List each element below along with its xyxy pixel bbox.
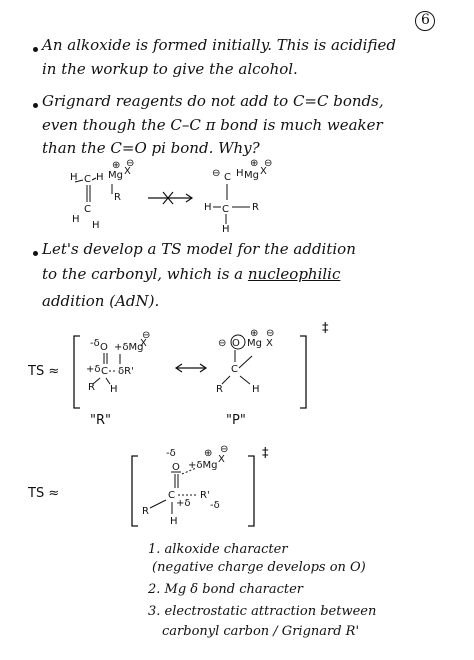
svg-text:-δ: -δ	[90, 338, 100, 349]
list-item-3a: 3. electrostatic attraction between	[148, 604, 377, 619]
nucleophilic-term: nucleophilic	[247, 265, 341, 283]
svg-text:Mg: Mg	[247, 338, 262, 349]
svg-text:⊖: ⊖	[126, 158, 134, 169]
svg-text:H: H	[170, 516, 178, 527]
svg-text:X: X	[140, 338, 147, 349]
svg-text:X: X	[218, 454, 225, 465]
note-line-3b: to the carbonyl, which is a nucleophilic	[42, 265, 341, 283]
svg-text:+δMg: +δMg	[114, 342, 143, 353]
svg-text:C: C	[231, 364, 238, 375]
svg-text:C: C	[224, 172, 231, 183]
svg-text:H: H	[96, 172, 104, 183]
ts-label-2: TS ≈	[28, 486, 60, 501]
note-line-3c: addition (AdN).	[42, 292, 160, 310]
note-line-2b: even though the C–C π bond is much weake…	[42, 116, 383, 134]
svg-text:H: H	[236, 168, 244, 179]
note-line-3a: Let's develop a TS model for the additio…	[42, 240, 356, 258]
ts-dagger-1: ‡	[322, 321, 329, 336]
svg-text:X: X	[260, 166, 267, 177]
list-item-3b: carbonyl carbon / Grignard R'	[162, 624, 360, 639]
svg-text:H: H	[204, 202, 212, 213]
svg-text:⊖: ⊖	[142, 330, 150, 341]
note-line-2c: than the C=O pi bond. Why?	[42, 139, 260, 157]
svg-text:+δ: +δ	[176, 498, 191, 509]
p-resonance-label: "P"	[226, 413, 246, 428]
svg-text:O: O	[100, 342, 108, 353]
svg-text:-δ: -δ	[166, 448, 176, 459]
svg-text:Mg: Mg	[244, 170, 259, 181]
svg-text:⊖: ⊖	[220, 444, 228, 455]
svg-text:X: X	[124, 166, 131, 177]
page-number-circle	[415, 11, 435, 31]
svg-text:+δMg: +δMg	[188, 460, 217, 471]
svg-text:C: C	[84, 204, 91, 215]
svg-text:R: R	[252, 202, 259, 213]
svg-text:⊕: ⊕	[250, 158, 258, 169]
svg-text:⊖: ⊖	[266, 328, 274, 339]
svg-text:C: C	[84, 174, 91, 185]
note-line-2a: Grignard reagents do not add to C=C bond…	[42, 92, 384, 110]
r-resonance-label: "R"	[90, 413, 111, 428]
svg-text:H: H	[72, 214, 80, 225]
svg-text:+δ: +δ	[86, 364, 101, 375]
bullet-1	[33, 47, 38, 52]
svg-text:C: C	[168, 490, 175, 501]
svg-text:⊕: ⊕	[204, 448, 212, 459]
svg-text:⊖: ⊖	[264, 158, 272, 169]
bullet-3	[33, 251, 38, 256]
svg-text:R: R	[88, 382, 95, 393]
svg-text:H: H	[70, 172, 78, 183]
list-item-1b: (negative charge develops on O)	[152, 560, 366, 575]
note-line-1a: An alkoxide is formed initially. This is…	[42, 36, 396, 54]
svg-text:R': R'	[200, 490, 210, 501]
svg-text:C: C	[222, 204, 229, 215]
svg-text:R: R	[216, 384, 223, 395]
svg-text:⊖: ⊖	[212, 168, 220, 179]
svg-text:Mg: Mg	[108, 170, 123, 181]
ts-label-1: TS ≈	[28, 364, 60, 379]
list-item-2: 2. Mg δ bond character	[148, 582, 304, 597]
svg-text:R: R	[142, 506, 149, 517]
list-item-1a: 1. alkoxide character	[148, 542, 288, 557]
svg-text:H: H	[252, 384, 260, 395]
svg-text:O: O	[172, 462, 180, 473]
svg-text:X: X	[266, 338, 273, 349]
svg-text:H: H	[222, 224, 230, 235]
svg-text:C: C	[101, 366, 108, 377]
svg-text:O: O	[232, 338, 240, 349]
svg-text:⊕: ⊕	[112, 160, 120, 171]
ts-dagger-2: ‡	[262, 446, 269, 461]
svg-text:⊕: ⊕	[250, 328, 258, 339]
svg-text:H: H	[110, 384, 118, 395]
svg-text:R: R	[114, 192, 121, 203]
svg-text:⊖: ⊖	[218, 338, 226, 349]
svg-text:H: H	[92, 220, 100, 231]
bullet-2	[33, 103, 38, 108]
svg-text:δR': δR'	[118, 366, 134, 377]
svg-text:-δ: -δ	[210, 500, 220, 511]
note-line-1b: in the workup to give the alcohol.	[42, 60, 298, 78]
